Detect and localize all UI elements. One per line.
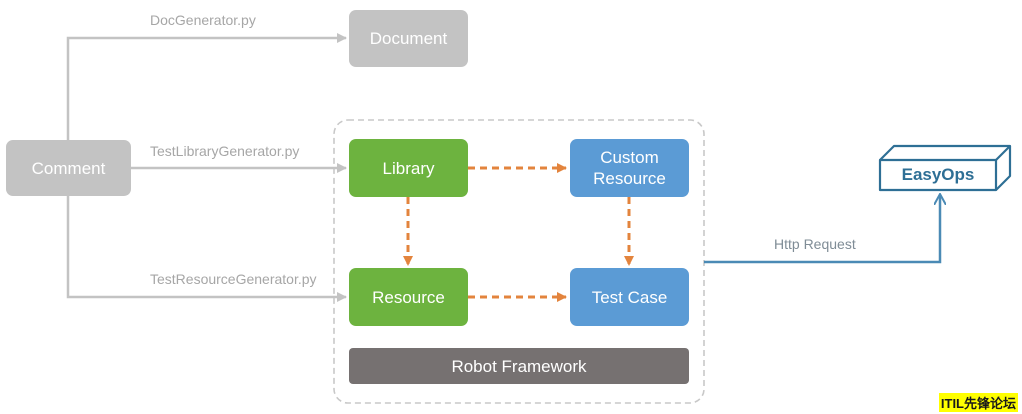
robot-framework-bar[interactable]: Robot Framework <box>349 348 689 384</box>
test-library-generator-label: TestLibraryGenerator.py <box>150 143 300 159</box>
http-request-arrow <box>704 195 940 264</box>
library-node[interactable]: Library <box>349 139 468 197</box>
custom-resource-node[interactable]: Custom Resource <box>570 139 689 197</box>
easyops-node[interactable]: EasyOps <box>901 165 975 184</box>
easyops-node-shape <box>878 144 1012 192</box>
http-request-label: Http Request <box>774 236 856 252</box>
doc-generator-label: DocGenerator.py <box>150 12 256 28</box>
resource-node[interactable]: Resource <box>349 268 468 326</box>
comment-node[interactable]: Comment <box>6 140 131 196</box>
test-resource-generator-label: TestResourceGenerator.py <box>150 271 317 287</box>
test-case-node[interactable]: Test Case <box>570 268 689 326</box>
document-node[interactable]: Document <box>349 10 468 67</box>
watermark: ITIL先锋论坛 <box>938 393 1018 412</box>
doc-generator-arrow <box>66 33 347 140</box>
test-resource-generator-arrow <box>66 196 347 302</box>
